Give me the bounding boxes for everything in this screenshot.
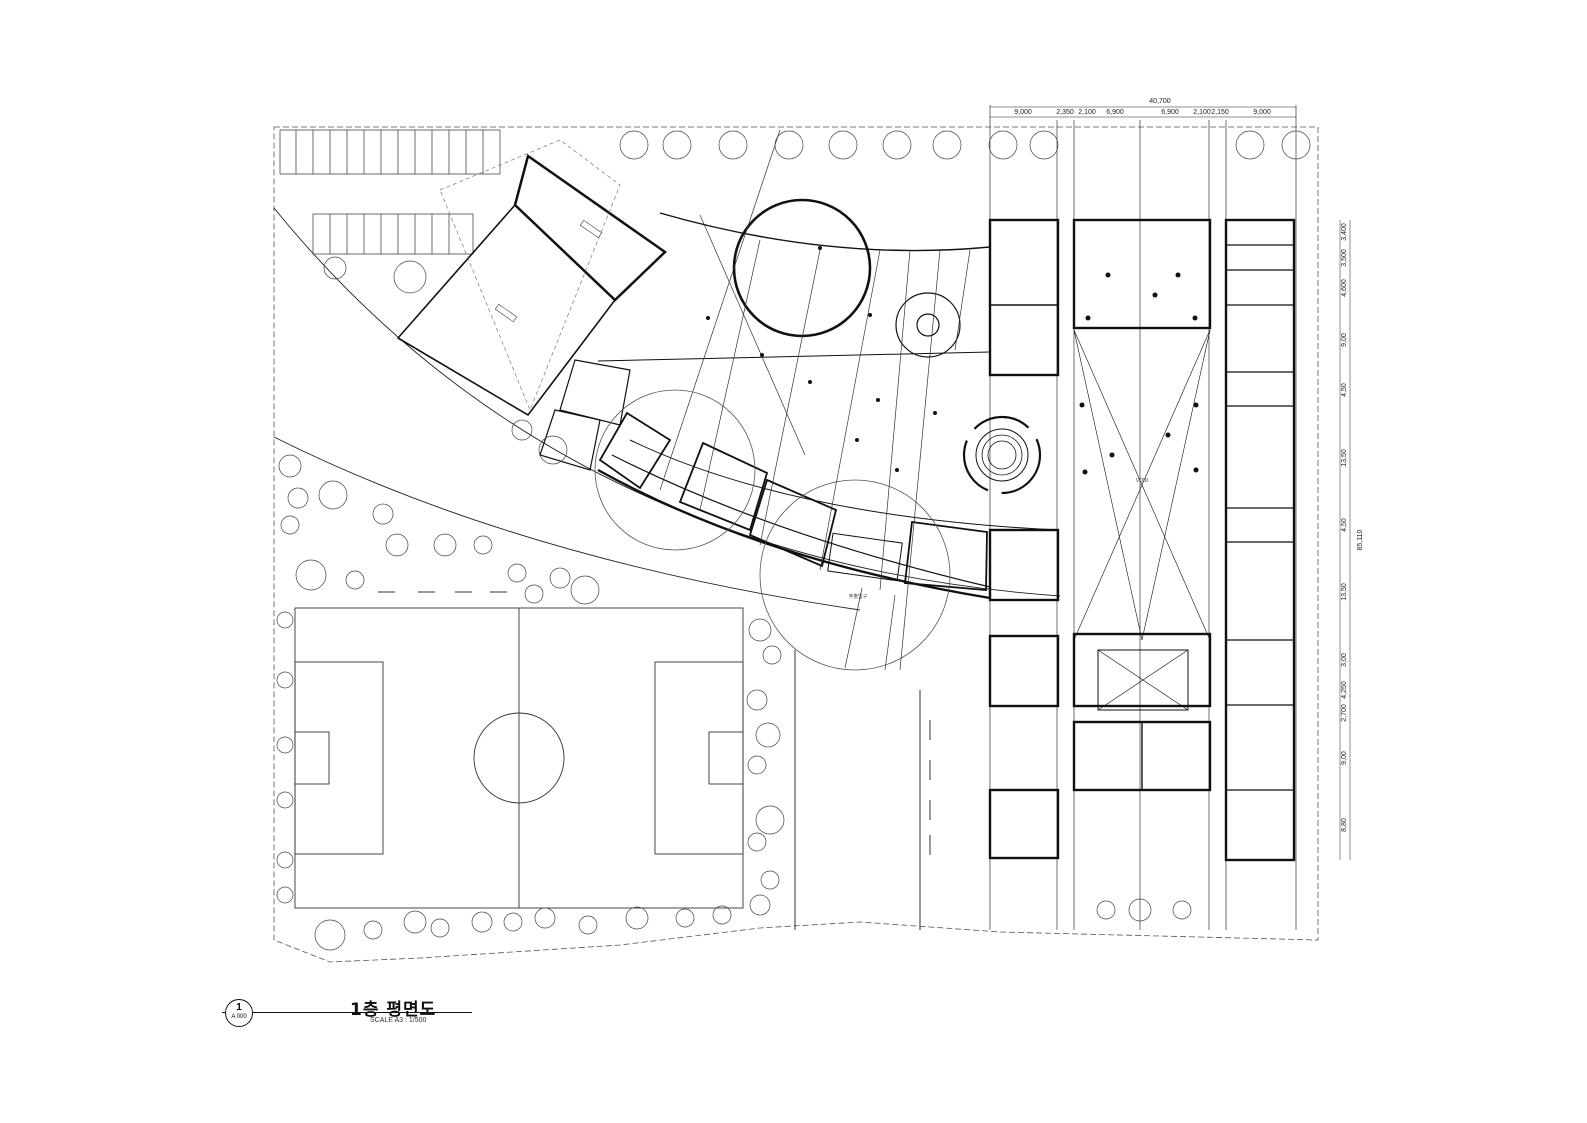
football-field — [294, 607, 744, 909]
dim-top-8: 9,000 — [1253, 109, 1271, 116]
dim-right-4: 9,00 — [1341, 333, 1348, 347]
circular-hall — [732, 198, 872, 338]
title-underline — [222, 1012, 472, 1013]
dim-right-7: 4,50 — [1341, 518, 1348, 532]
amphitheatre — [962, 415, 1042, 495]
parking-top — [279, 129, 501, 255]
toilet-block-west — [539, 359, 631, 471]
detail-number: 1 — [236, 1002, 242, 1013]
void-label: VOID — [1136, 478, 1149, 484]
dim-overall-height: 85,110 — [1357, 529, 1364, 550]
title-block: 1 A 000 1층 평면도 SCALE A3 : 1/500 — [222, 996, 502, 1036]
dim-top-7: 2,150 — [1211, 109, 1229, 116]
detail-bubble: 1 A 000 — [225, 999, 253, 1027]
sheet-title: 1층 평면도 — [350, 1000, 437, 1020]
entrance-label: 주출입구 — [849, 593, 868, 600]
dim-right-3: 4,600 — [1341, 279, 1348, 297]
dimension-lines — [990, 106, 1351, 860]
dim-right-10: 4,250 — [1341, 681, 1348, 699]
curved-classrooms — [598, 411, 988, 591]
dim-right-5: 4,50 — [1341, 383, 1348, 397]
dim-top-6: 2,100 — [1193, 109, 1211, 116]
dim-top-5: 6,900 — [1161, 109, 1179, 116]
columns — [706, 246, 1199, 475]
dim-right-8: 13,50 — [1341, 583, 1348, 601]
dim-top-3: 2,100 — [1078, 109, 1096, 116]
plaza-circle-south — [759, 479, 951, 671]
stair-core — [916, 313, 940, 337]
site-boundary — [273, 126, 1319, 963]
dim-right-1: 3,400 — [1341, 223, 1348, 241]
road-markings — [378, 591, 931, 930]
dim-right-9: 3,00 — [1341, 653, 1348, 667]
dim-right-2: 3,500 — [1341, 249, 1348, 267]
dim-right-11: 2,700 — [1341, 704, 1348, 722]
site-arc-outer — [273, 207, 1061, 597]
plaza-circle-west — [594, 389, 756, 551]
dim-right-12: 9,00 — [1341, 751, 1348, 765]
sheet-scale: SCALE A3 : 1/500 — [370, 1017, 427, 1024]
dim-right-6: 13,50 — [1341, 449, 1348, 467]
detail-sheet: A 000 — [231, 1014, 247, 1020]
main-block — [988, 105, 1297, 930]
site-arc-road — [273, 436, 861, 611]
dim-overall-width: 40,700 — [1149, 98, 1171, 105]
radial-lines — [659, 129, 971, 671]
dim-top-2: 2,350 — [1056, 109, 1074, 116]
gymnasium-block — [396, 139, 667, 417]
trees — [276, 130, 1311, 951]
dim-right-13: 8,80 — [1341, 818, 1348, 832]
dim-top-4: 6,900 — [1106, 109, 1124, 116]
dim-top-1: 9,000 — [1014, 109, 1032, 116]
stair-tower — [895, 292, 961, 358]
